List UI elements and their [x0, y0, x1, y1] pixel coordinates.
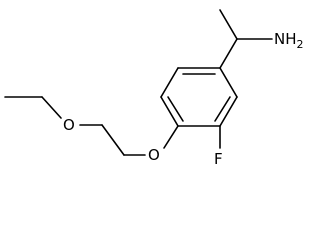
ring-bond	[160, 96, 179, 127]
ether-oxygen-upper-label: O	[63, 116, 75, 134]
ether-oxygen-lower-label: O	[148, 146, 160, 164]
amine-label-main: NH	[274, 30, 297, 48]
ring-bond	[160, 67, 179, 98]
bond-ch2-to-ch2	[101, 124, 125, 156]
fluoro-group: F	[214, 125, 223, 168]
ring-double-bond	[167, 96, 184, 122]
ring-bond	[219, 96, 238, 127]
ring-bond	[219, 67, 238, 98]
ring-double-bond	[214, 96, 231, 122]
amine-label: NH2	[274, 30, 304, 51]
bond-o-to-ethyl-ch2	[41, 96, 62, 119]
bond-ring-to-ch	[219, 38, 238, 69]
chemical-structure-diagram: NH2 F O O	[4, 9, 304, 168]
bond-ring-to-o	[163, 125, 179, 149]
benzene-ring	[160, 67, 238, 127]
ethoxyethoxy-group: O O	[4, 96, 179, 164]
aminoethyl-group: NH2	[219, 9, 304, 69]
amine-label-subscript: 2	[297, 38, 304, 51]
bond-ch-to-methyl	[219, 9, 238, 40]
fluorine-label: F	[214, 150, 223, 168]
